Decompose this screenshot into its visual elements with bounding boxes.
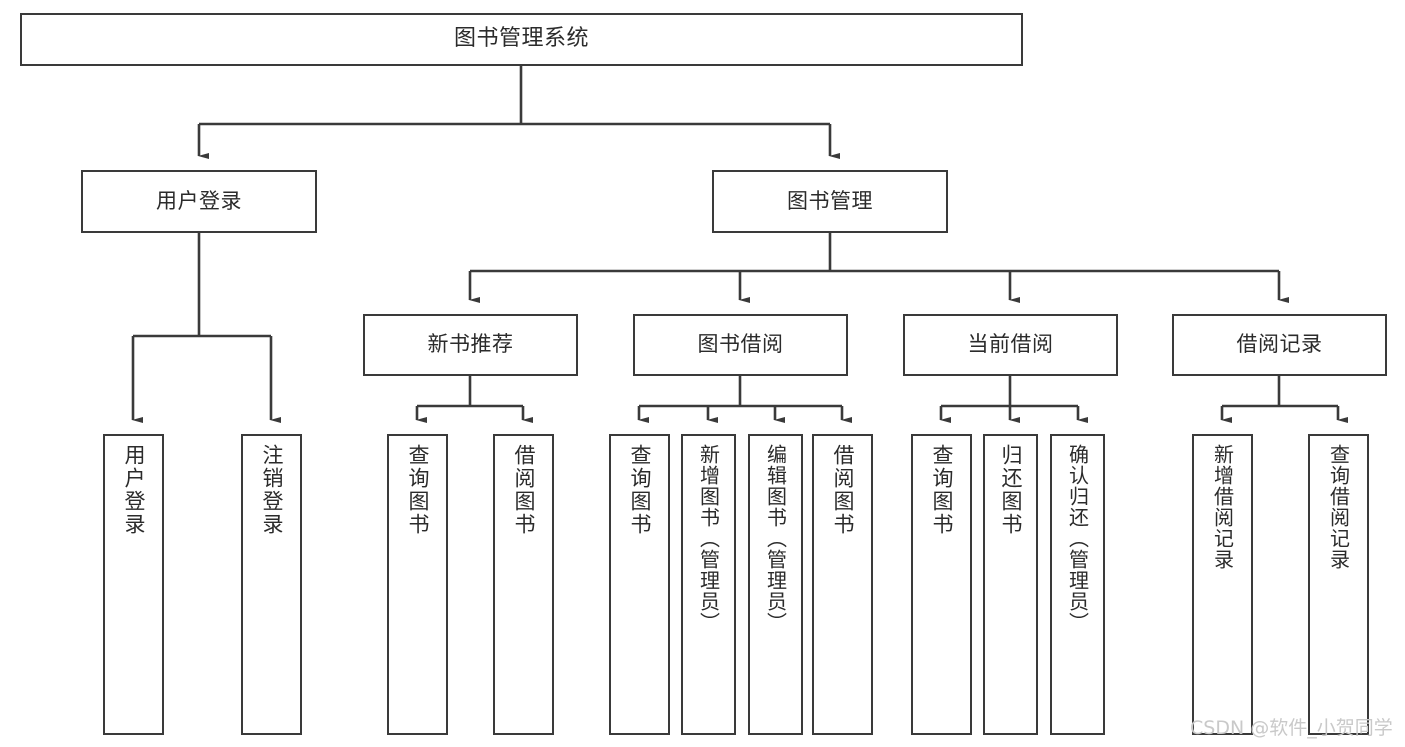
node-book-borrow[interactable]: 图书借阅 xyxy=(633,314,848,376)
node-book-management[interactable]: 图书管理 xyxy=(712,170,948,233)
leaf-add-book-admin[interactable]: 新增图书（管理员） xyxy=(681,434,736,735)
node-label: 查询图书 xyxy=(628,444,652,536)
leaf-query-book-current[interactable]: 查询图书 xyxy=(911,434,972,735)
node-label: 查询借阅记录 xyxy=(1326,444,1351,570)
leaf-confirm-return-admin[interactable]: 确认归还（管理员） xyxy=(1050,434,1105,735)
node-root-system[interactable]: 图书管理系统 xyxy=(20,13,1023,66)
node-label: 查询图书 xyxy=(930,444,954,536)
node-label: 查询图书 xyxy=(406,444,430,536)
node-label: 借阅图书 xyxy=(831,444,855,536)
node-label: 借阅图书 xyxy=(512,444,536,536)
node-label: 借阅记录 xyxy=(1236,332,1323,357)
leaf-borrow-book[interactable]: 借阅图书 xyxy=(812,434,873,735)
leaf-logout-login[interactable]: 注销登录 xyxy=(241,434,302,735)
leaf-query-book-borrow[interactable]: 查询图书 xyxy=(609,434,670,735)
watermark-csdn: CSDN @软件_小贺同学 xyxy=(1190,717,1393,739)
node-label: 编辑图书（管理员） xyxy=(763,444,788,633)
node-label: 图书管理系统 xyxy=(453,26,589,52)
node-label: 新书推荐 xyxy=(427,332,514,357)
node-label: 注销登录 xyxy=(260,444,284,536)
leaf-borrow-book-newbook[interactable]: 借阅图书 xyxy=(493,434,554,735)
node-current-borrow[interactable]: 当前借阅 xyxy=(903,314,1118,376)
node-label: 归还图书 xyxy=(999,444,1023,536)
node-borrow-record[interactable]: 借阅记录 xyxy=(1172,314,1387,376)
node-label: 图书借阅 xyxy=(697,332,784,357)
leaf-return-book[interactable]: 归还图书 xyxy=(983,434,1038,735)
leaf-query-book-newbook[interactable]: 查询图书 xyxy=(387,434,448,735)
node-label: 图书管理 xyxy=(787,188,873,213)
leaf-edit-book-admin[interactable]: 编辑图书（管理员） xyxy=(748,434,803,735)
node-label: 用户登录 xyxy=(122,444,146,536)
node-user-login[interactable]: 用户登录 xyxy=(81,170,317,233)
node-label: 新增借阅记录 xyxy=(1210,444,1235,570)
leaf-query-borrow-record[interactable]: 查询借阅记录 xyxy=(1308,434,1369,735)
node-new-book-recommend[interactable]: 新书推荐 xyxy=(363,314,578,376)
leaf-add-borrow-record[interactable]: 新增借阅记录 xyxy=(1192,434,1253,735)
node-label: 用户登录 xyxy=(156,188,242,213)
leaf-user-login[interactable]: 用户登录 xyxy=(103,434,164,735)
node-label: 当前借阅 xyxy=(967,332,1054,357)
node-label: 新增图书（管理员） xyxy=(696,444,721,633)
node-label: 确认归还（管理员） xyxy=(1065,444,1090,633)
